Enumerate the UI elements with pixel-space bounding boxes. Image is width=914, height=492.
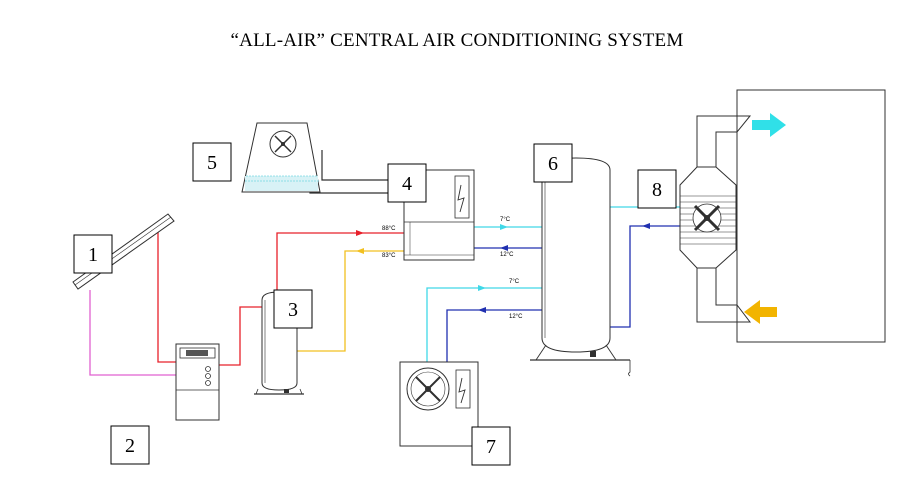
conditioned-space-outline: [736, 89, 886, 343]
label-box-2: 2: [110, 425, 150, 465]
temp-hot-out: 83°C: [382, 253, 396, 259]
backup-chiller-icon: [399, 361, 479, 447]
ahu-return-arrow: [642, 223, 650, 229]
temp-backup-cold-in: 12°C: [509, 314, 523, 320]
temp-chiller-cold-in: 12°C: [500, 252, 514, 258]
label-1: 1: [88, 244, 98, 266]
solar-hot-pipe: [157, 228, 178, 363]
label-2: 2: [125, 435, 135, 457]
label-box-1: 1: [73, 234, 113, 274]
supply-air-arrow: [752, 113, 786, 137]
temp-chiller-cold-out: 7°C: [500, 217, 511, 223]
label-6: 6: [548, 153, 558, 175]
cooling-tower-icon: [241, 122, 321, 193]
temperature-labels: 88°C 83°C 7°C 12°C 7°C 12°C: [382, 217, 523, 320]
label-box-4: 4: [387, 163, 427, 203]
label-box-8: 8: [637, 169, 677, 209]
hot-return-pipe: [297, 250, 404, 352]
label-7: 7: [486, 436, 496, 458]
ahu-return-pipe: [610, 225, 680, 328]
number-labels: 1 2 3 4 5 6 7 8: [73, 142, 677, 466]
controller-unit-icon: [175, 343, 220, 421]
label-box-7: 7: [471, 426, 511, 466]
label-8: 8: [652, 179, 662, 201]
hot-supply-pipe: [276, 232, 404, 293]
flow-arrows: [356, 223, 650, 313]
return-air-arrow: [744, 300, 777, 324]
cooling-tower-pipe-2: [309, 180, 390, 194]
backup-out-arrow: [478, 285, 486, 291]
label-box-3: 3: [273, 289, 313, 329]
temp-backup-cold-out: 7°C: [509, 279, 520, 285]
backup-cold-return-pipe: [446, 309, 542, 362]
cold-water-storage-tank-icon: [530, 157, 631, 377]
label-4: 4: [402, 173, 412, 195]
backup-cold-supply-pipe: [426, 287, 542, 362]
cooling-tower-pipe-1: [321, 150, 390, 181]
air-handling-unit-icon: [679, 115, 752, 323]
label-5: 5: [207, 152, 217, 174]
diagram-title: “ALL-AIR” CENTRAL AIR CONDITIONING SYSTE…: [230, 30, 684, 51]
label-3: 3: [288, 299, 298, 321]
controller-to-tank-pipe: [218, 306, 262, 366]
cold-out-arrow: [500, 224, 508, 230]
label-box-5: 5: [192, 142, 232, 182]
solar-loop-pipe: [89, 290, 178, 376]
backup-in-arrow: [478, 307, 486, 313]
hot-out-arrow: [356, 248, 364, 254]
cold-in-arrow: [500, 245, 508, 251]
hot-in-arrow: [356, 230, 364, 236]
temp-hot-in: 88°C: [382, 226, 396, 232]
label-box-6: 6: [533, 143, 573, 183]
